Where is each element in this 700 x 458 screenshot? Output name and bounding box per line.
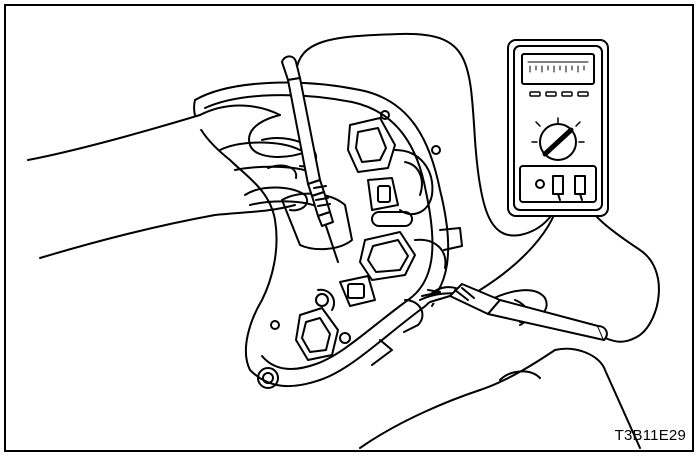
meter-button-2	[545, 91, 557, 97]
multimeter	[507, 39, 609, 217]
meter-button-4	[577, 91, 589, 97]
meter-jack-common	[535, 179, 545, 189]
mounting-hole-lower	[339, 332, 351, 344]
mounting-hole-upper	[315, 293, 329, 307]
rectifier-assembly	[193, 81, 463, 389]
meter-plug-right	[574, 175, 586, 195]
figure-code: T3B11E29	[614, 427, 686, 444]
left-hand	[27, 104, 319, 259]
meter-button-3	[561, 91, 573, 97]
rectifier-slot	[371, 211, 413, 227]
test-probe-negative	[421, 283, 608, 341]
rectifier-pocket-lower-right	[339, 275, 376, 307]
rectifier-pocket-upper	[347, 117, 396, 173]
meter-button-1	[529, 91, 541, 97]
rectifier-pocket-middle	[367, 177, 399, 211]
multimeter-display	[521, 53, 595, 85]
meter-plug-left	[552, 175, 564, 195]
test-probe-positive	[281, 55, 339, 263]
probe-lead-wire-top	[295, 32, 561, 237]
rectifier-pocket-lower-left	[295, 307, 339, 361]
mounting-hole-bottom-left	[257, 367, 279, 389]
rectifier-pocket-center	[359, 231, 416, 281]
probe-lead-wire-bottom	[581, 194, 660, 343]
